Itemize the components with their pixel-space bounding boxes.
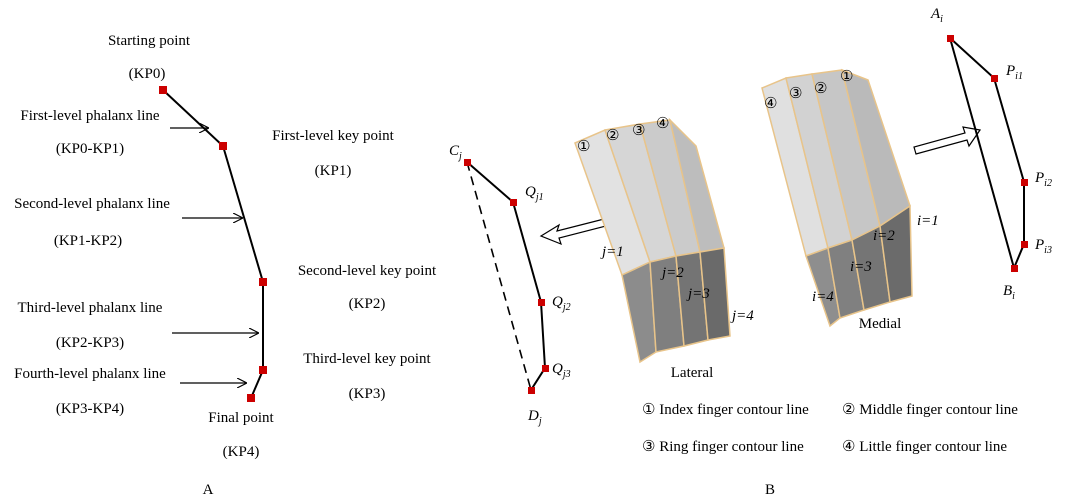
point-p2 — [1021, 179, 1028, 186]
caption-a: A — [203, 482, 214, 498]
first-key-code: (KP1) — [315, 163, 352, 179]
key-point-kp3 — [259, 366, 267, 374]
label-p3: Pi3 — [1034, 237, 1052, 256]
label-d: Dj — [527, 408, 542, 427]
medial-i3: i=3 — [850, 259, 872, 275]
point-b — [1011, 265, 1018, 272]
start-code: (KP0) — [129, 66, 166, 82]
lateral-j4: j=4 — [730, 308, 754, 324]
final-title: Final point — [208, 410, 274, 426]
key-point-kp2 — [259, 278, 267, 286]
panel-b-right-polygon: Ai Pi1 Pi2 Pi3 Bi — [913, 6, 1052, 302]
third-key-code: (KP3) — [349, 386, 386, 402]
lateral-num-1: ① — [577, 137, 590, 155]
legend-little: ④ Little finger contour line — [842, 439, 1007, 455]
contour-dashed-c-d — [466, 161, 532, 391]
hollow-arrow-left — [539, 217, 611, 246]
second-line-title: Second-level phalanx line — [14, 196, 170, 212]
label-b: Bi — [1003, 283, 1015, 302]
second-line-code: (KP1-KP2) — [54, 233, 122, 249]
point-q1 — [510, 199, 517, 206]
label-p2: Pi2 — [1034, 170, 1052, 189]
third-line-code: (KP2-KP3) — [56, 335, 124, 351]
third-line-title: Third-level phalanx line — [18, 300, 163, 316]
first-key-title: First-level key point — [272, 128, 394, 144]
lateral-num-4: ④ — [656, 114, 669, 132]
medial-i2: i=2 — [873, 228, 895, 244]
label-q3: Qj3 — [552, 361, 571, 380]
final-code: (KP4) — [223, 444, 260, 460]
medial-num-2: ② — [814, 79, 827, 97]
legend-index: ① Index finger contour line — [642, 402, 809, 418]
third-key-title: Third-level key point — [303, 351, 431, 367]
medial-i1: i=1 — [917, 213, 939, 229]
label-a: Ai — [930, 6, 943, 25]
key-point-kp0 — [159, 86, 167, 94]
lateral-label: Lateral — [671, 365, 713, 381]
second-key-code: (KP2) — [349, 296, 386, 312]
label-q2: Qj2 — [552, 294, 571, 313]
fourth-line-title: Fourth-level phalanx line — [14, 366, 166, 382]
phalanx-polyline — [162, 89, 264, 399]
key-point-kp4 — [247, 394, 255, 402]
lateral-j2: j=2 — [660, 265, 684, 281]
point-q2 — [538, 299, 545, 306]
medial-label: Medial — [859, 316, 902, 332]
lateral-finger-model: ① ② ③ ④ j=1 j=2 j=3 j=4 Lateral — [574, 114, 754, 381]
medial-num-1: ① — [840, 67, 853, 85]
label-p1: Pi1 — [1005, 63, 1023, 82]
first-line-title: First-level phalanx line — [20, 108, 159, 124]
point-a — [947, 35, 954, 42]
second-key-title: Second-level key point — [298, 263, 437, 279]
key-point-kp1 — [219, 142, 227, 150]
medial-num-3: ③ — [789, 84, 802, 102]
fourth-line-code: (KP3-KP4) — [56, 401, 124, 417]
point-c — [464, 159, 471, 166]
hollow-arrow-right — [913, 126, 982, 155]
panel-b-left-polygon: Cj Qj1 Qj2 Qj3 Dj — [449, 143, 611, 427]
point-d — [528, 387, 535, 394]
point-p1 — [991, 75, 998, 82]
lateral-num-3: ③ — [632, 121, 645, 139]
lateral-num-2: ② — [606, 126, 619, 144]
medial-i4: i=4 — [812, 289, 834, 305]
legend-middle: ② Middle finger contour line — [842, 402, 1018, 418]
start-title: Starting point — [108, 33, 191, 49]
legend: ① Index finger contour line ② Middle fin… — [642, 402, 1018, 455]
first-line-code: (KP0-KP1) — [56, 141, 124, 157]
point-q3 — [542, 365, 549, 372]
medial-finger-model: ④ ③ ② ① i=1 i=2 i=3 i=4 Medial — [761, 67, 939, 332]
lateral-j3: j=3 — [686, 286, 710, 302]
medial-num-4: ④ — [764, 94, 777, 112]
caption-b: B — [765, 482, 775, 498]
legend-ring: ③ Ring finger contour line — [642, 439, 804, 455]
contour-a-b — [948, 34, 1025, 272]
point-p3 — [1021, 241, 1028, 248]
label-c: Cj — [449, 143, 462, 162]
panel-a: Starting point (KP0) First-level phalanx… — [14, 33, 437, 498]
lateral-j1: j=1 — [600, 244, 624, 260]
label-q1: Qj1 — [525, 184, 544, 203]
